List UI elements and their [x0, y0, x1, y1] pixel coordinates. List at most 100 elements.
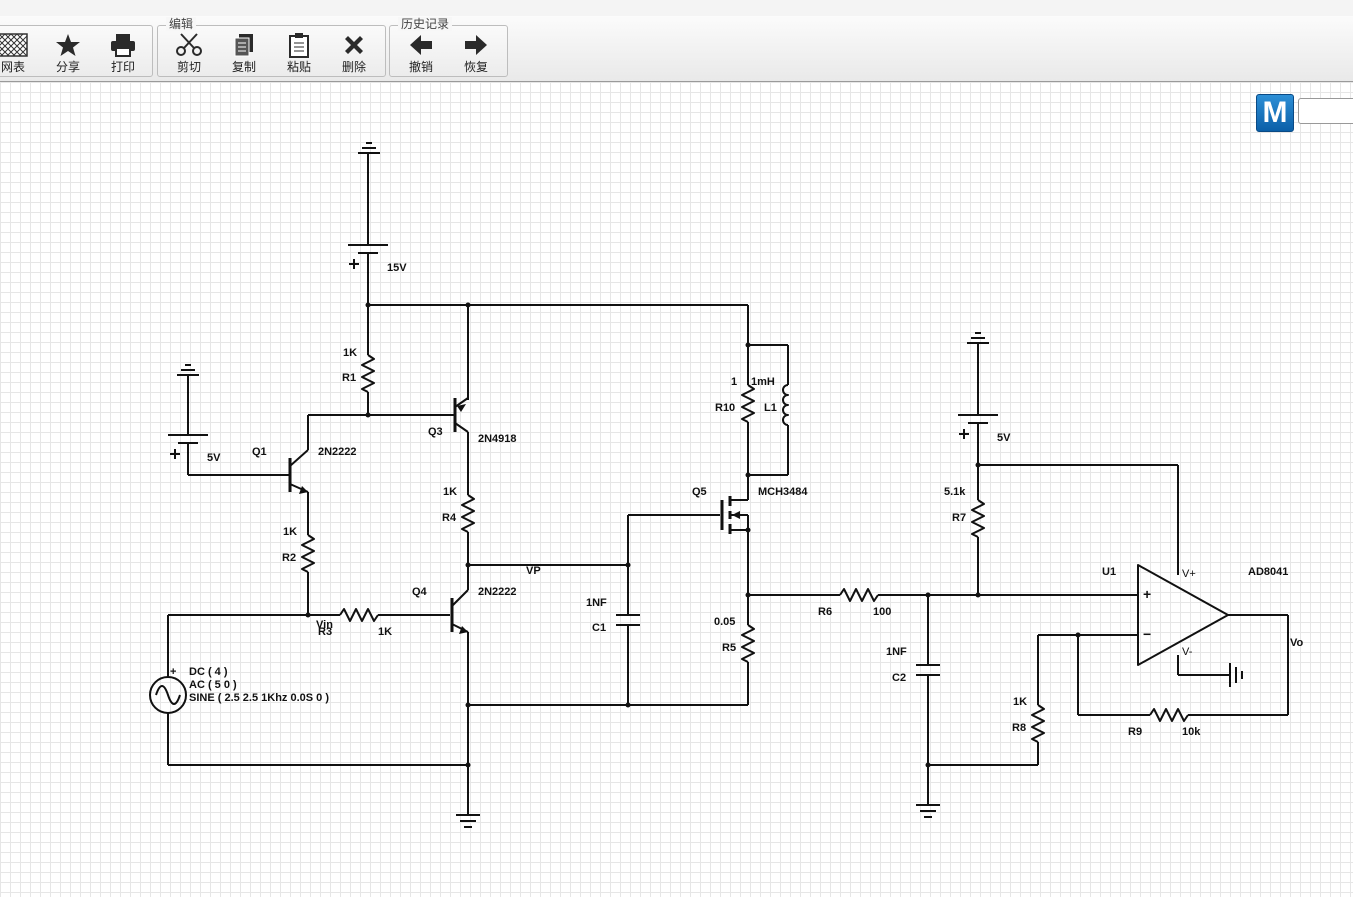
resistor-r8[interactable] [1031, 704, 1045, 743]
q5-ref: Q5 [692, 486, 707, 498]
r2-ref: R2 [282, 552, 296, 564]
r7-value: 5.1k [944, 486, 966, 498]
netlist-button[interactable]: 网表 [0, 32, 39, 74]
r8-ref: R8 [1012, 722, 1026, 734]
paste-icon [289, 33, 309, 58]
battery-plus-signs [170, 259, 969, 459]
battery-5v-left[interactable] [168, 434, 208, 444]
r5-ref: R5 [722, 642, 736, 654]
c2-value: 1NF [886, 646, 907, 658]
toolbar-group-edit: 编辑 剪切 复制 [157, 17, 386, 77]
scissors-icon [176, 33, 202, 56]
source-sine: SINE ( 2.5 2.5 1Khz 0.0S 0 ) [189, 692, 329, 704]
vp-label: VP [526, 565, 541, 577]
inductor-l1[interactable] [782, 384, 789, 426]
resistor-r9[interactable] [1149, 708, 1189, 722]
r10-ref: R10 [715, 402, 735, 414]
redo-label: 恢复 [463, 60, 488, 74]
print-button[interactable]: 打印 [97, 32, 149, 74]
label-15v: 15V [387, 262, 407, 274]
battery-5v-right[interactable] [958, 414, 998, 424]
toolbar-group-history: 历史记录 撤销 恢复 [389, 17, 508, 77]
r1-ref: R1 [342, 372, 356, 384]
redo-button[interactable]: 恢复 [450, 32, 502, 74]
paste-label: 粘贴 [286, 60, 311, 74]
delete-icon [345, 36, 363, 54]
arrow-left-icon [410, 35, 432, 55]
c1-value: 1NF [586, 597, 607, 609]
transistor-q1[interactable] [288, 449, 309, 494]
delete-button[interactable]: 删除 [328, 32, 380, 74]
undo-label: 撤销 [408, 60, 433, 74]
schematic-canvas[interactable]: 15V 5V 5V 1K R1 Q1 2N2222 1K R2 Vin R3 1… [0, 82, 1353, 897]
paste-button[interactable]: 粘贴 [273, 32, 325, 74]
opamp-plus-sign: + [1143, 586, 1151, 602]
delete-label: 删除 [341, 60, 366, 74]
ground-symbol-5v-left [177, 364, 199, 376]
source-plus: + [170, 666, 176, 678]
edit-group-title: 编辑 [166, 17, 197, 31]
cut-button[interactable]: 剪切 [163, 32, 215, 74]
r10-value: 1 [731, 376, 737, 388]
mosfet-q5[interactable] [720, 496, 748, 534]
transistor-q3[interactable] [453, 397, 469, 433]
capacitor-c2[interactable] [916, 664, 940, 676]
l1-ref: L1 [764, 402, 777, 414]
resistor-r3[interactable] [339, 608, 379, 622]
source-ac: AC ( 5 0 ) [189, 679, 237, 691]
resistor-r2[interactable] [301, 534, 315, 573]
opamp-u1[interactable] [1137, 564, 1229, 666]
resistor-r1[interactable] [361, 354, 375, 393]
c2-ref: C2 [892, 672, 906, 684]
arrow-right-icon [465, 35, 487, 55]
star-icon [56, 34, 80, 56]
r3-ref: R3 [318, 626, 332, 638]
r8-value: 1K [1013, 696, 1027, 708]
capacitor-c1[interactable] [616, 614, 640, 626]
history-group-title: 历史记录 [398, 17, 453, 31]
resistor-r7[interactable] [971, 499, 985, 538]
r1-value: 1K [343, 347, 357, 359]
netlist-icon [0, 33, 28, 57]
top-strip [0, 0, 1353, 17]
schematic-drawing[interactable]: 15V 5V 5V 1K R1 Q1 2N2222 1K R2 Vin R3 1… [0, 82, 1353, 897]
r4-ref: R4 [442, 512, 457, 524]
logo-letter: M [1262, 96, 1288, 129]
share-button[interactable]: 分享 [42, 32, 94, 74]
source-dc: DC ( 4 ) [189, 666, 228, 678]
l1-value: 1mH [751, 376, 775, 388]
q3-ref: Q3 [428, 426, 443, 438]
logo-side-panel[interactable] [1298, 98, 1353, 124]
toolbar: 网表 分享 打印 编辑 剪切 [0, 16, 1353, 82]
transistor-q4[interactable] [450, 589, 469, 634]
copy-label: 复制 [231, 60, 256, 74]
resistor-r4[interactable] [461, 494, 475, 533]
r6-ref: R6 [818, 606, 832, 618]
u1-value: AD8041 [1248, 566, 1288, 578]
q5-value: MCH3484 [758, 486, 808, 498]
opamp-vplus: V+ [1182, 568, 1196, 580]
opamp-minus-sign: − [1143, 626, 1151, 642]
u1-ref: U1 [1102, 566, 1116, 578]
copy-icon [234, 34, 253, 57]
r4-value: 1K [443, 486, 457, 498]
resistor-r10[interactable] [741, 384, 755, 423]
copy-button[interactable]: 复制 [218, 32, 270, 74]
share-label: 分享 [55, 60, 80, 74]
label-5v-left: 5V [207, 452, 221, 464]
app-logo-icon[interactable]: M [1256, 94, 1294, 132]
q4-value: 2N2222 [478, 586, 517, 598]
label-5v-right: 5V [997, 432, 1011, 444]
battery-15v[interactable] [348, 244, 388, 254]
ground-symbol-opamp [1229, 663, 1243, 687]
resistor-r5[interactable] [741, 624, 755, 663]
q1-value: 2N2222 [318, 446, 357, 458]
resistor-r6[interactable] [839, 588, 879, 602]
ground-symbol-c2 [916, 804, 940, 818]
vin-label: Vin [316, 619, 333, 631]
r5-value: 0.05 [714, 616, 735, 628]
ground-symbol-15v-top [358, 142, 380, 154]
r6-value: 100 [873, 606, 891, 618]
r3-value: 1K [378, 626, 392, 638]
undo-button[interactable]: 撤销 [395, 32, 447, 74]
